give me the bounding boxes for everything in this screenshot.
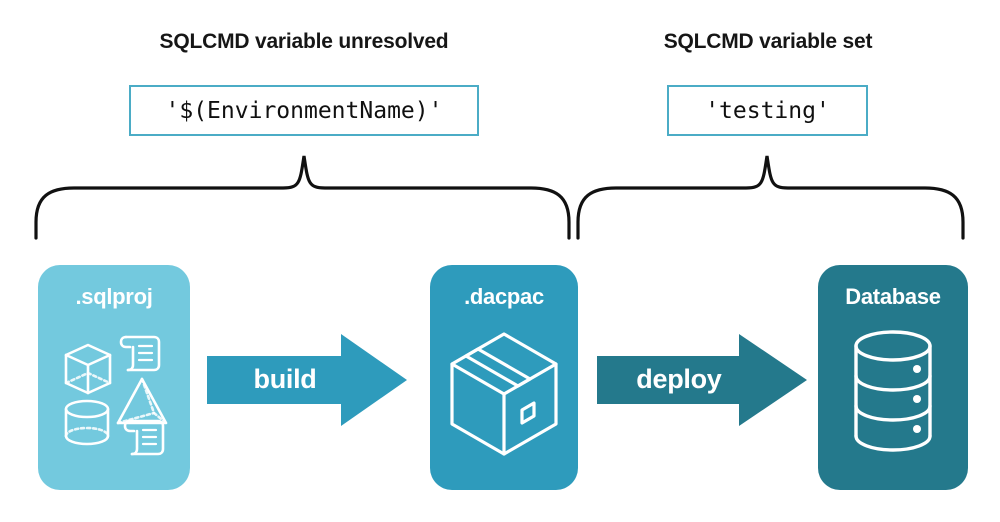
arrow-deploy: deploy (597, 334, 807, 426)
stage-card-sqlproj: .sqlproj (38, 265, 190, 490)
group-label-right: SQLCMD variable set (663, 30, 873, 53)
cube-icon (64, 343, 112, 395)
database-cylinder-icon (854, 330, 932, 452)
value-box-unresolved: '$(EnvironmentName)' (129, 85, 479, 136)
stage-card-database-label: Database (845, 284, 941, 309)
script-icon (123, 419, 165, 456)
arrow-build: build (207, 334, 407, 426)
stage-card-database: Database (818, 265, 968, 490)
group-label-left: SQLCMD variable unresolved (159, 30, 449, 53)
database-status-dots-icon (913, 365, 921, 433)
shapes-and-scripts-icon (64, 335, 168, 456)
value-box-set: 'testing' (667, 85, 868, 136)
package-box-icon (450, 332, 558, 456)
arrow-right-icon (207, 334, 407, 426)
brace-right-icon (576, 155, 965, 240)
stage-card-sqlproj-label: .sqlproj (75, 284, 153, 309)
arrow-right-icon (597, 334, 807, 426)
cylinder-icon (64, 399, 110, 446)
stage-card-dacpac: .dacpac (430, 265, 578, 490)
brace-left-icon (34, 155, 571, 240)
script-icon (119, 335, 161, 372)
stage-card-dacpac-label: .dacpac (464, 284, 544, 309)
pyramid-icon (116, 377, 168, 425)
brace-group (34, 155, 965, 240)
